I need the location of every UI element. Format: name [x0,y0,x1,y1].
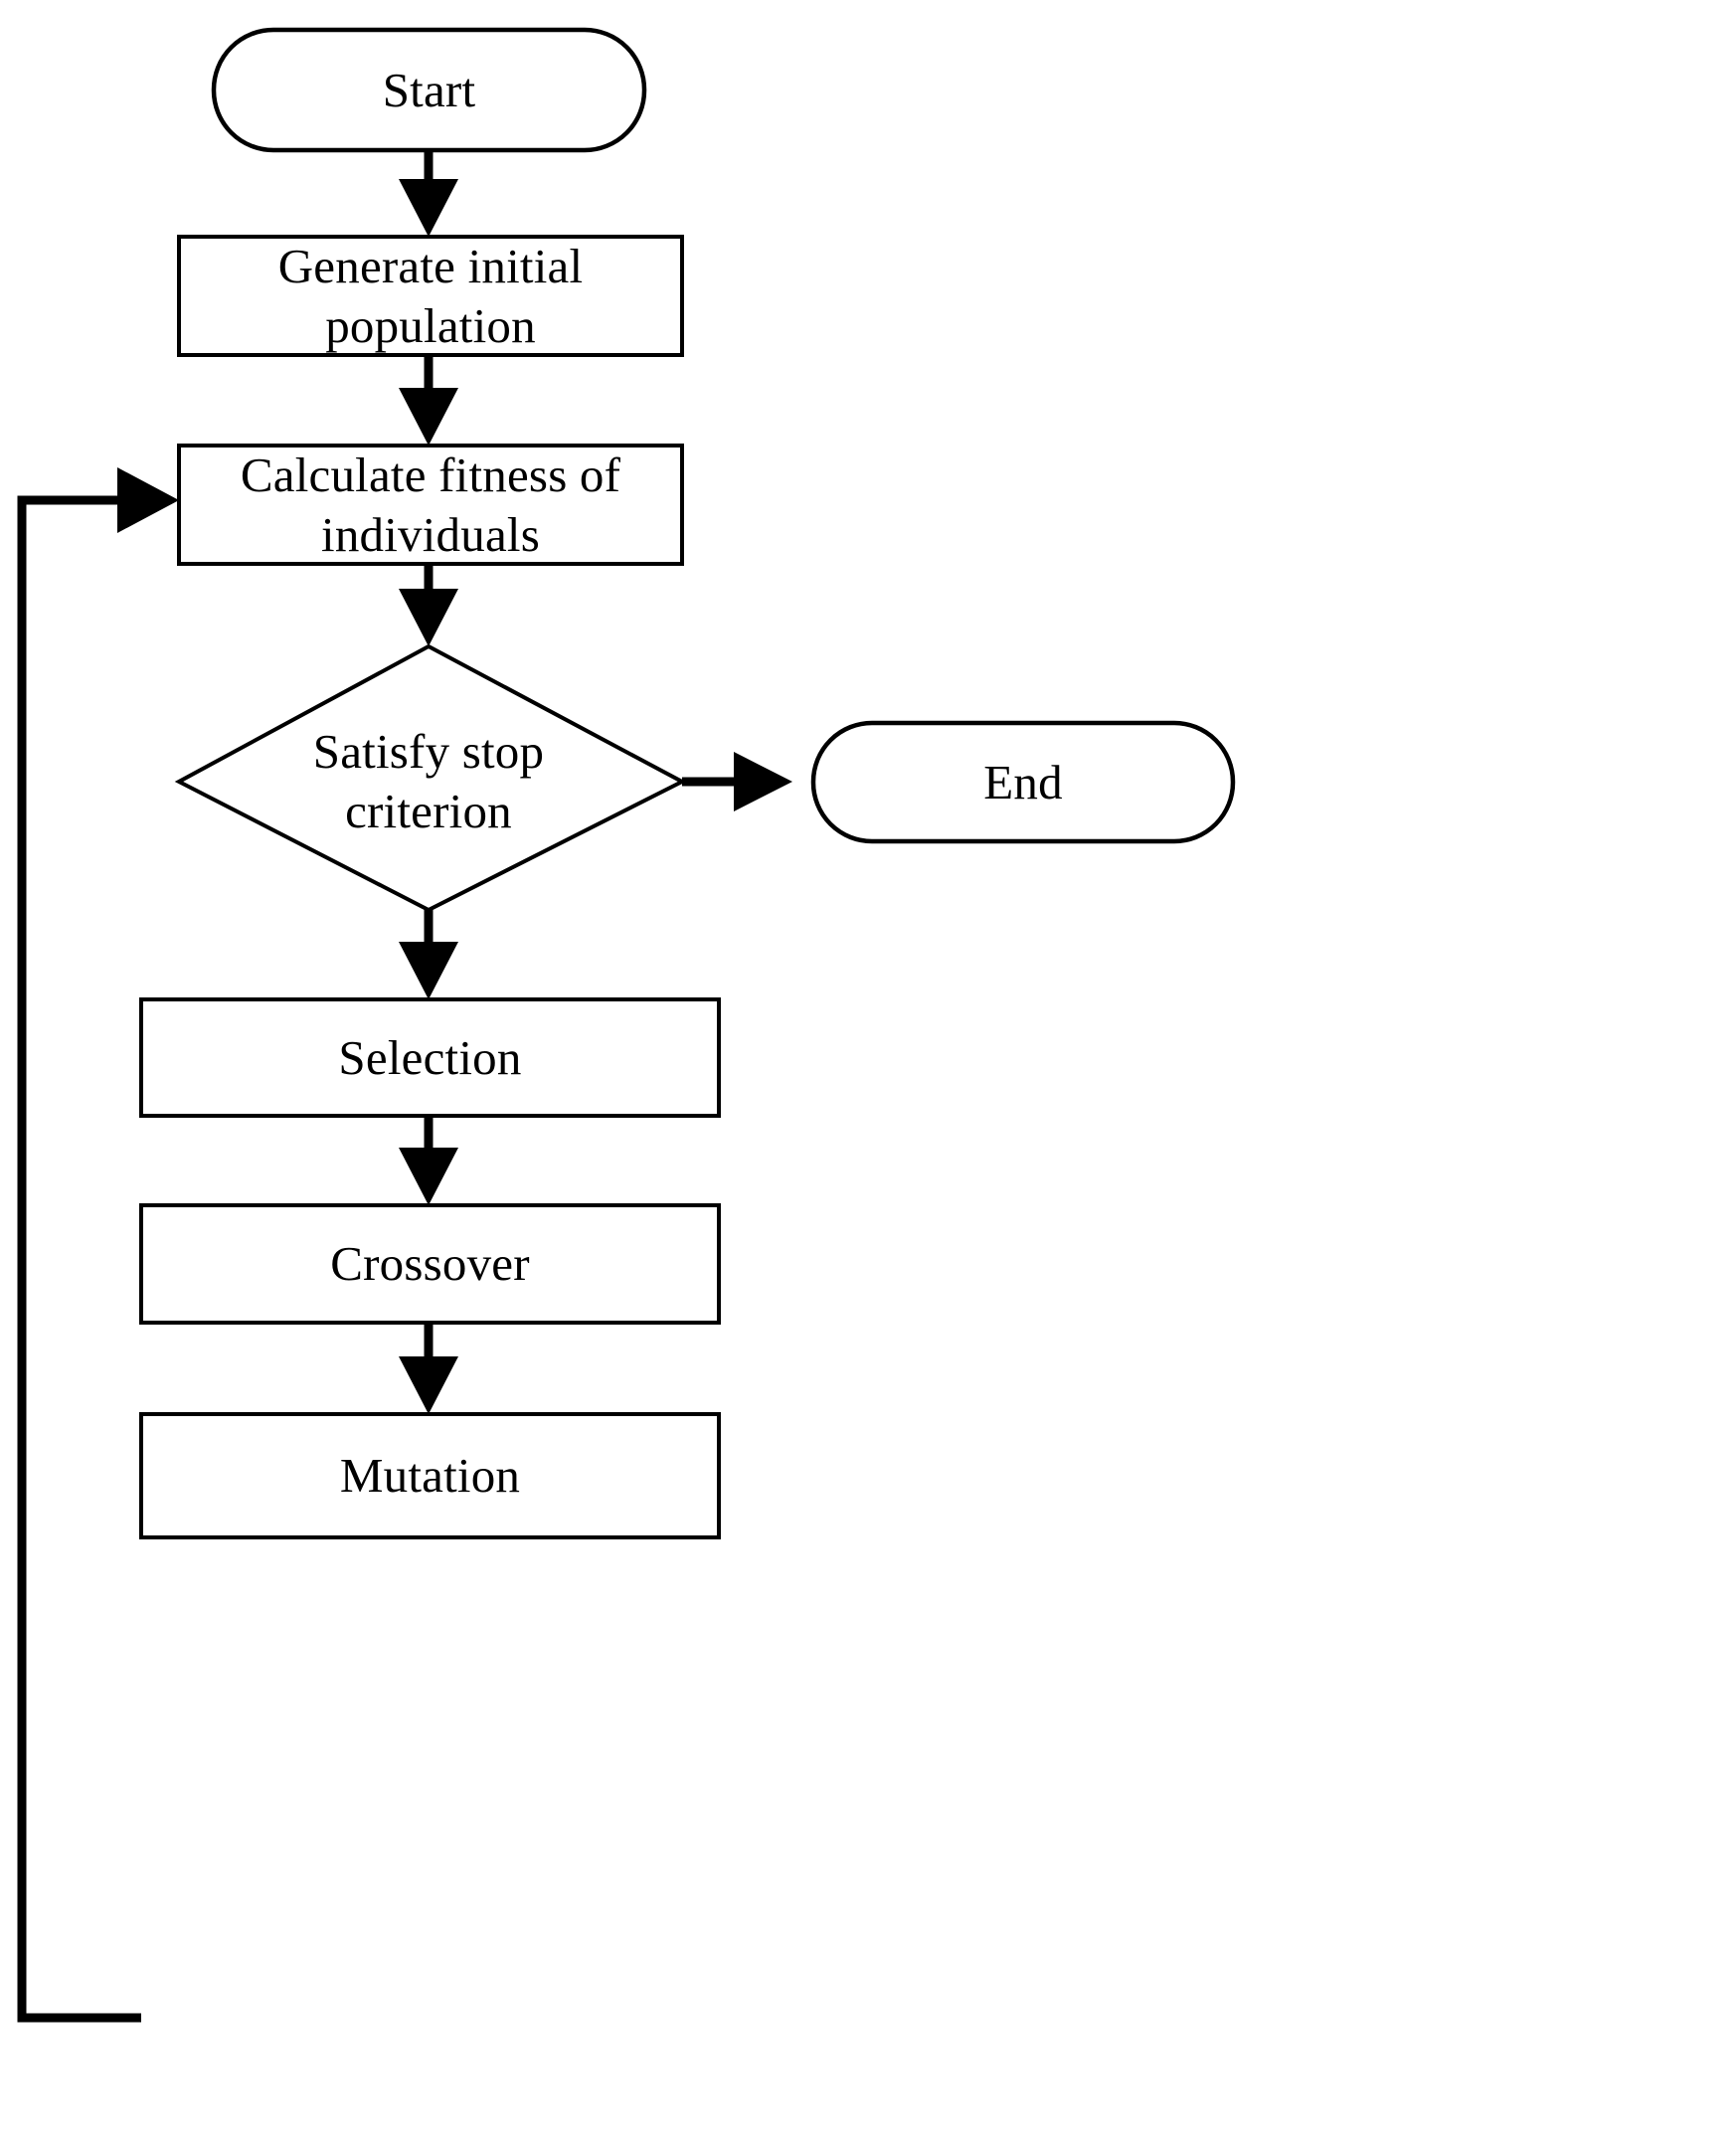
node-decision-shape [174,643,687,913]
node-generate-shape [177,235,684,357]
edge-selection-to-crossover [399,1116,458,1205]
edge-decision-to-end [682,752,792,811]
edge-decision-to-selection [399,910,458,999]
edge-crossover-to-mutation [399,1323,458,1414]
node-fitness-shape [177,444,684,566]
edge-mutation-to-fitness-feedback [17,467,179,2023]
edge-start-to-generate [399,149,458,237]
node-end-shape [810,720,1236,844]
node-crossover-shape [139,1203,721,1325]
node-mutation-shape [139,1412,721,1539]
edge-fitness-to-decision [399,564,458,646]
edge-generate-to-fitness [399,355,458,446]
node-selection-shape [139,997,721,1118]
node-start-shape [211,27,647,153]
